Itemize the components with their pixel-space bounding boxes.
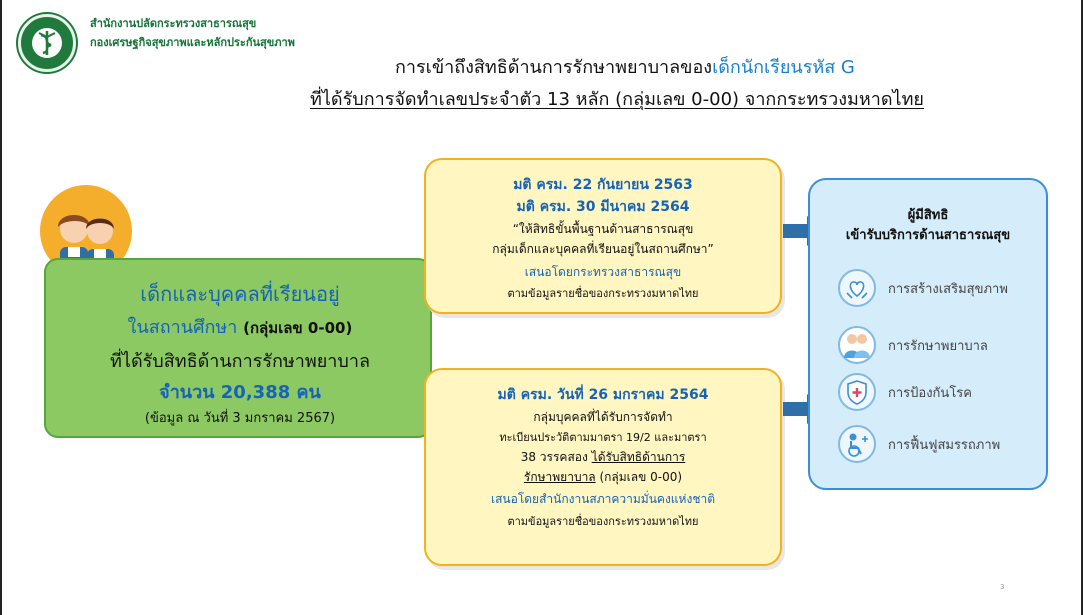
resolution-date-1: มติ ครม. 22 กันยายน 2563: [513, 177, 693, 193]
data-as-of-date: (ข้อมูล ณ วันที่ 3 มกราคม 2567): [144, 411, 336, 426]
ministry-logo: [18, 14, 76, 72]
rehabilitation-icon: [838, 425, 876, 463]
page-title-line-1: การเข้าถึงสิทธิด้านการรักษาพยาบาลของเด็ก…: [395, 52, 855, 81]
proposed-by-2: เสนอโดยสำนักงานสภาความมั่นคงแห่งชาติ: [490, 492, 715, 506]
title-text: การเข้าถึงสิทธิด้านการรักษาพยาบาลของ: [395, 57, 713, 78]
resolution-quote-1: “ให้สิทธิขั้นพื้นฐานด้านสาธารณสุข: [512, 222, 694, 236]
resolution-text-4: รักษาพยาบาล (กลุ่มเลข 0-00): [426, 468, 780, 487]
target-group-count: จำนวน 20,388 คน: [159, 382, 321, 403]
data-source: ตามข้อมูลรายชื่อของกระทรวงมหาดไทย: [507, 287, 699, 300]
medical-staff-icon: [838, 326, 876, 364]
resolution-text-3a: 38 วรรคสอง: [520, 450, 592, 464]
group-code: (กลุ่มเลข 0-00): [243, 319, 353, 337]
resolution-text-3: 38 วรรคสอง ได้รับสิทธิด้านการ: [426, 448, 780, 467]
resolution-text-1: กลุ่มบุคคลที่ได้รับการจัดทำ: [533, 410, 673, 424]
service-item: การสร้างเสริมสุขภาพ: [838, 269, 1038, 307]
proposed-by: เสนอโดยกระทรวงสาธารณสุข: [524, 265, 682, 279]
resolution-quote-2: กลุ่มเด็กและบุคคลที่เรียนอยู่ในสถานศึกษา…: [492, 242, 714, 256]
org-name-primary: สำนักงานปลัดกระทรวงสาธารณสุข: [90, 17, 257, 30]
cabinet-resolution-box-1: มติ ครม. 22 กันยายน 2563 มติ ครม. 30 มีน…: [424, 158, 782, 314]
target-group-box: เด็กและบุคคลที่เรียนอยู่ ในสถานศึกษา (กล…: [44, 258, 432, 438]
target-group-line-2-text: ในสถานศึกษา: [127, 317, 244, 338]
page-number: 3: [1000, 583, 1005, 591]
resolution-right-b: รักษาพยาบาล: [523, 470, 596, 484]
service-label: การป้องกันโรค: [888, 386, 972, 401]
service-item: การป้องกันโรค: [838, 373, 1038, 411]
service-item: การฟื้นฟูสมรรถภาพ: [838, 425, 1038, 463]
resolution-text-2: ทะเบียนประวัติตามมาตรา 19/2 และมาตรา: [499, 431, 707, 444]
resolution-date-2: มติ ครม. 30 มีนาคม 2564: [516, 199, 690, 215]
cabinet-resolution-box-2: มติ ครม. วันที่ 26 มกราคม 2564 กลุ่มบุคค…: [424, 368, 782, 566]
title-highlight: เด็กนักเรียนรหัส G: [712, 57, 855, 78]
health-promotion-icon: [838, 269, 876, 307]
resolution-right-a: ได้รับสิทธิด้านการ: [591, 450, 686, 464]
eligible-services-box: ผู้มีสิทธิ เข้ารับบริการด้านสาธารณสุข กา…: [808, 178, 1048, 490]
eligible-title: ผู้มีสิทธิ: [907, 208, 949, 223]
resolution-group-code: (กลุ่มเลข 0-00): [595, 470, 683, 484]
data-source-2: ตามข้อมูลรายชื่อของกระทรวงมหาดไทย: [507, 515, 699, 528]
shield-icon: [838, 373, 876, 411]
service-label: การฟื้นฟูสมรรถภาพ: [888, 438, 1001, 453]
service-item: การรักษาพยาบาล: [838, 326, 1038, 364]
eligible-subtitle: เข้ารับบริการด้านสาธารณสุข: [845, 228, 1011, 243]
target-group-line-3: ที่ได้รับสิทธิด้านการรักษาพยาบาล: [110, 351, 370, 372]
resolution-date-3: มติ ครม. วันที่ 26 มกราคม 2564: [497, 387, 709, 403]
org-name-secondary: กองเศรษฐกิจสุขภาพและหลักประกันสุขภาพ: [90, 36, 295, 49]
page-title-line-2: ที่ได้รับการจัดทำเลขประจำตัว 13 หลัก (กล…: [310, 89, 924, 110]
service-label: การรักษาพยาบาล: [888, 339, 988, 354]
target-group-line-1: เด็กและบุคคลที่เรียนอยู่: [140, 282, 340, 306]
target-group-line-2: ในสถานศึกษา (กลุ่มเลข 0-00): [46, 312, 434, 341]
service-label: การสร้างเสริมสุขภาพ: [888, 282, 1008, 297]
